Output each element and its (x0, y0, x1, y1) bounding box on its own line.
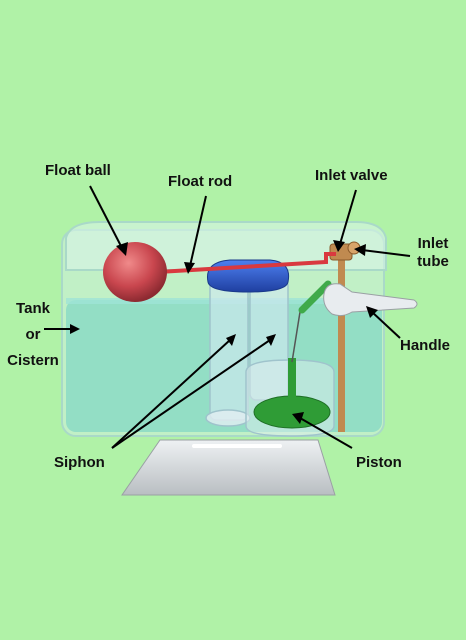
bowl-seat-highlight (192, 444, 282, 448)
label-inlet-tube: Inlet tube (410, 235, 456, 271)
siphon-base (205, 409, 251, 427)
label-siphon: Siphon (54, 454, 105, 471)
inlet-tube (338, 252, 345, 432)
arrow-heads (70, 240, 378, 424)
arrowhead-inlet-valve (333, 240, 345, 252)
handle (323, 283, 418, 317)
leader-inlet-valve (339, 189, 357, 245)
leader-lines (44, 185, 411, 449)
handle-lever (298, 280, 332, 314)
label-tank-line3: Cistern (7, 352, 59, 369)
arrowhead-inlet-tube (354, 244, 366, 256)
leader-siphon-1 (111, 339, 231, 449)
label-tank: Tank or Cistern (2, 296, 64, 374)
leader-float-ball (89, 185, 123, 249)
arrowhead-float-ball (116, 242, 128, 256)
leader-handle (371, 311, 401, 339)
arrowhead-float-rod (184, 262, 195, 274)
siphon-tube-left (209, 279, 249, 421)
label-piston: Piston (356, 454, 402, 471)
label-tank-line2: or (25, 326, 41, 343)
label-float-ball: Float ball (45, 162, 111, 179)
float-ball (103, 242, 167, 302)
arrowhead-handle (366, 306, 378, 318)
arrowhead-siphon-2 (266, 334, 276, 346)
label-float-rod: Float rod (168, 173, 233, 190)
leader-float-rod (189, 195, 207, 267)
arrowhead-piston (292, 412, 304, 424)
float-rod (157, 252, 336, 274)
label-handle: Handle (400, 337, 451, 354)
label-inlet-tube-line2: tube (417, 253, 449, 270)
leader-siphon-2 (111, 339, 271, 449)
piston-stem (288, 358, 296, 410)
leader-inlet-tube (361, 249, 411, 257)
toilet-bowl (121, 439, 336, 496)
label-inlet-valve: Inlet valve (315, 167, 388, 184)
arrowhead-tank (70, 324, 80, 334)
arrowhead-siphon-1 (226, 334, 236, 346)
piston-link-wire (291, 311, 301, 363)
label-tank-line1: Tank (16, 300, 50, 317)
leader-piston (299, 417, 353, 449)
label-inlet-tube-line1: Inlet (417, 235, 449, 252)
